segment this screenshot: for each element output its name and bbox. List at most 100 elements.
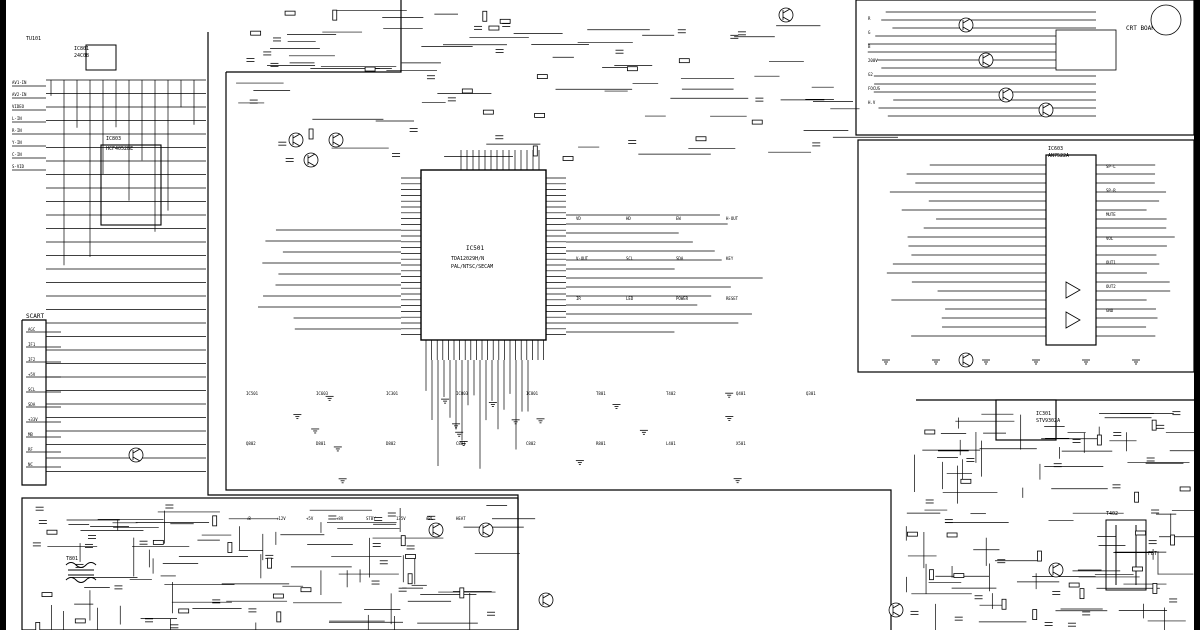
resistor-symbol bbox=[1134, 491, 1139, 503]
wire bbox=[782, 16, 791, 22]
component-ref: Q301 bbox=[806, 391, 816, 396]
power-label: STBY bbox=[366, 516, 376, 521]
wire bbox=[1002, 88, 1011, 94]
wire bbox=[1052, 571, 1061, 577]
wire bbox=[892, 611, 901, 617]
resistor-symbol bbox=[482, 10, 488, 22]
crt-socket bbox=[1055, 29, 1117, 71]
scart-pin-label: SDA bbox=[28, 402, 36, 407]
av-label: R-IN bbox=[12, 128, 22, 133]
signal-label: VD bbox=[576, 216, 581, 221]
component-ref: L401 bbox=[666, 441, 676, 446]
scart-pin-label: IF2 bbox=[28, 357, 36, 362]
wire bbox=[332, 133, 341, 139]
power-label: 135V bbox=[396, 516, 406, 521]
amplifier-symbol bbox=[1065, 281, 1081, 299]
resistor-symbol bbox=[178, 608, 190, 614]
resistor-symbol bbox=[488, 25, 500, 31]
resistor-symbol bbox=[562, 156, 574, 161]
scart-pin-label: NC bbox=[28, 462, 33, 467]
wire bbox=[132, 456, 141, 462]
resistor-symbol bbox=[227, 542, 233, 553]
transistor-symbol bbox=[303, 152, 319, 168]
wire bbox=[962, 18, 971, 24]
scart-pin-label: RF bbox=[28, 447, 33, 452]
resistor-symbol bbox=[532, 145, 538, 157]
transistor-symbol bbox=[428, 522, 444, 538]
wire bbox=[432, 531, 441, 537]
signal-label: RESET bbox=[726, 296, 739, 301]
wire bbox=[482, 523, 491, 529]
crt-board-label: CRT BOARD bbox=[1126, 25, 1159, 32]
resistor-symbol bbox=[1135, 530, 1146, 536]
left-panel-outline bbox=[207, 32, 519, 630]
scart-pin-label: +5V bbox=[28, 372, 36, 377]
av-label: VIDEO bbox=[12, 104, 25, 109]
crt-label: R bbox=[868, 16, 871, 21]
wire bbox=[1042, 103, 1051, 109]
wire bbox=[962, 353, 971, 359]
power-xfmr-ref: T801 bbox=[66, 556, 78, 562]
resistor-symbol bbox=[459, 587, 465, 599]
resistor-symbol bbox=[400, 535, 406, 547]
crt-label: H.V bbox=[868, 100, 876, 105]
signal-label: KEY bbox=[726, 256, 734, 261]
component-ref: Q802 bbox=[246, 441, 256, 446]
transistor-symbol bbox=[128, 447, 144, 463]
transistor-symbol bbox=[478, 522, 494, 538]
av-label: AV2-IN bbox=[12, 92, 27, 97]
switch-ic-part: HCF4052BE bbox=[106, 146, 133, 152]
center-outline bbox=[225, 72, 892, 630]
main-ic-part: TDA12029H/N bbox=[451, 256, 484, 262]
component-ref: C801 bbox=[456, 441, 466, 446]
crt-label: G bbox=[868, 30, 871, 35]
main-ic-sub: PAL/NTSC/SECAM bbox=[451, 264, 493, 270]
signal-label: SDA bbox=[676, 256, 684, 261]
wire bbox=[132, 448, 141, 454]
wire bbox=[1002, 96, 1011, 102]
component-ref: D801 bbox=[316, 441, 326, 446]
component-ref: C802 bbox=[526, 441, 536, 446]
av-label: S-VID bbox=[12, 164, 25, 169]
transistor-symbol bbox=[288, 132, 304, 148]
component-ref: IC501 bbox=[246, 391, 259, 396]
audio-ic-body bbox=[1045, 154, 1097, 346]
transistor-symbol bbox=[958, 352, 974, 368]
flyback-transformer bbox=[1105, 519, 1147, 591]
resistor-symbol bbox=[953, 573, 965, 578]
audio-ic-part: AN7522A bbox=[1048, 153, 1069, 159]
wire bbox=[292, 141, 301, 147]
resistor-symbol bbox=[1068, 582, 1080, 588]
component-ref: IC801 bbox=[526, 391, 539, 396]
resistor-symbol bbox=[1179, 486, 1191, 492]
schematic-sheet: IC501 TDA12029H/N PAL/NTSC/SECAM IC603 A… bbox=[6, 0, 1194, 630]
resistor-symbol bbox=[1132, 566, 1143, 572]
resistor-symbol bbox=[695, 136, 707, 142]
scart-label: SCART bbox=[26, 313, 44, 320]
signal-label: H-OUT bbox=[726, 216, 739, 221]
wire bbox=[432, 523, 441, 529]
resistor-symbol bbox=[751, 119, 763, 125]
resistor-symbol bbox=[267, 557, 272, 569]
resistor-symbol bbox=[461, 88, 473, 94]
component-ref: IC603 bbox=[316, 391, 329, 396]
resistor-symbol bbox=[946, 532, 958, 538]
signal-label: POWER bbox=[676, 296, 689, 301]
crt-tube-symbol bbox=[1150, 4, 1182, 36]
wiring bbox=[12, 10, 1194, 630]
resistor-symbol bbox=[1152, 583, 1158, 594]
resistor-symbol bbox=[152, 539, 164, 545]
power-label: +8V bbox=[336, 516, 344, 521]
memory-ic-ref: IC801 bbox=[74, 46, 89, 52]
resistor-symbol bbox=[276, 611, 282, 623]
component-ref: Q401 bbox=[736, 391, 746, 396]
resistor-symbol bbox=[332, 9, 338, 21]
av-label: L-IN bbox=[12, 116, 22, 121]
audio-amp-block bbox=[857, 139, 1194, 373]
resistor-symbol bbox=[308, 128, 314, 140]
resistor-symbol bbox=[1001, 598, 1007, 610]
component-ref: R801 bbox=[596, 441, 606, 446]
resistor-symbol bbox=[678, 58, 690, 64]
resistor-symbol bbox=[1079, 588, 1085, 600]
